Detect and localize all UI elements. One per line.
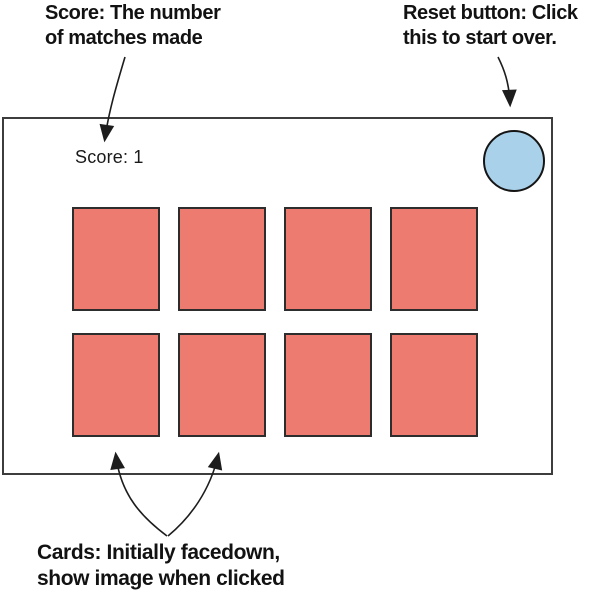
- cards-annotation: Cards: Initially facedown, show image wh…: [37, 540, 285, 592]
- score-annotation: Score: The number of matches made: [45, 1, 221, 51]
- cards-annotation-line1: Cards: Initially facedown,: [37, 541, 280, 564]
- card[interactable]: [390, 207, 478, 311]
- card[interactable]: [284, 207, 372, 311]
- cards-annotation-line2: show image when clicked: [37, 567, 285, 590]
- cards-grid: [72, 207, 478, 437]
- card[interactable]: [72, 333, 160, 437]
- card[interactable]: [178, 207, 266, 311]
- card[interactable]: [284, 333, 372, 437]
- score-annotation-line1: Score: The number: [45, 2, 221, 24]
- reset-arrow: [497, 56, 517, 108]
- reset-button[interactable]: [483, 130, 545, 192]
- card[interactable]: [178, 333, 266, 437]
- reset-annotation-line2: this to start over.: [403, 27, 557, 49]
- game-board: Score: 1: [2, 117, 553, 475]
- reset-annotation: Reset button: Click this to start over.: [403, 1, 578, 51]
- score-display: Score: 1: [75, 147, 144, 167]
- score-annotation-line2: of matches made: [45, 27, 203, 49]
- card[interactable]: [390, 333, 478, 437]
- reset-annotation-line1: Reset button: Click: [403, 2, 578, 24]
- card[interactable]: [72, 207, 160, 311]
